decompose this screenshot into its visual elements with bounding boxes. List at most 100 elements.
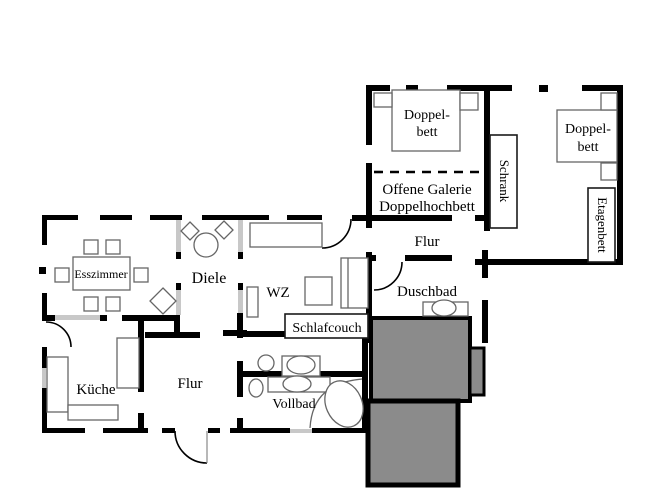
- doors: [45, 218, 403, 464]
- diamond-chair: [214, 220, 234, 240]
- wall-segment: [237, 361, 243, 397]
- kitchen-counter: [46, 356, 69, 413]
- double-bed: [556, 109, 618, 163]
- label-bedroom-left-2: bett: [417, 125, 438, 140]
- wall-segment: [42, 215, 78, 220]
- wall-segment: [39, 267, 46, 274]
- wardrobe-box: [489, 134, 518, 229]
- wall-segment: [312, 428, 362, 433]
- wall-segment: [352, 215, 452, 221]
- nightstand: [600, 162, 618, 181]
- terrace-blocks: [365, 316, 486, 488]
- bathtub: [324, 380, 364, 428]
- glass-partition: [238, 290, 243, 313]
- dining-chair: [105, 239, 121, 255]
- label-sleep-couch: Schlafcouch: [292, 321, 361, 336]
- wall-segment: [42, 428, 85, 433]
- door-arc-hall: [174, 430, 208, 464]
- wall-segment: [103, 428, 148, 433]
- wall-segment: [362, 338, 368, 433]
- wall-segment: [223, 330, 247, 336]
- sideboard: [249, 222, 323, 248]
- wall-segment: [237, 418, 243, 433]
- wall-segment: [475, 259, 623, 265]
- wall-segment: [42, 293, 47, 320]
- wall-segment: [174, 315, 180, 338]
- label-full-bath: Vollbad: [272, 397, 315, 412]
- windows: [42, 220, 312, 433]
- glass-partition: [176, 290, 181, 315]
- wall-segment: [138, 315, 144, 392]
- kitchen-counter: [116, 337, 140, 389]
- label-living: WZ: [266, 285, 289, 301]
- bunk-bed-box: [587, 187, 616, 263]
- label-bedroom-right-1: Doppel-: [565, 122, 611, 137]
- label-wardrobe: Schrank: [497, 160, 512, 203]
- nightstand: [600, 92, 618, 111]
- wall-segment: [122, 315, 177, 321]
- label-entry-hall: Diele: [192, 270, 227, 287]
- sink-basin: [431, 299, 457, 317]
- wall-segment: [287, 215, 322, 220]
- nightstand: [459, 92, 479, 111]
- wall-segment: [366, 85, 390, 91]
- dining-chair: [54, 267, 70, 283]
- label-gallery-2: Doppelhochbett: [379, 199, 476, 215]
- label-hall-lower: Flur: [177, 376, 202, 392]
- wall-segment: [241, 331, 287, 337]
- wall-segment: [366, 163, 372, 228]
- wall-segment: [447, 85, 512, 91]
- wall-segment: [484, 85, 490, 231]
- label-kitchen: Küche: [76, 382, 115, 398]
- dining-chair: [105, 296, 121, 312]
- sofa: [340, 257, 369, 309]
- dining-chair: [83, 239, 99, 255]
- wall-segment: [150, 215, 182, 220]
- wall-segment: [145, 332, 200, 338]
- wall-segment: [366, 85, 372, 145]
- wall-segment: [366, 252, 372, 343]
- label-shower-bath: Duschbad: [397, 284, 457, 300]
- wall-segment: [138, 413, 144, 433]
- room-labels: Esszimmer Diele WZ Schlafcouch Küche Flu…: [74, 108, 611, 412]
- kitchen-counter: [67, 404, 119, 421]
- glass-partition: [176, 220, 181, 253]
- wall-segment: [617, 85, 623, 265]
- dining-chair: [133, 267, 149, 283]
- terrace-lower: [365, 398, 461, 488]
- wall-segment: [100, 315, 107, 321]
- window-strip: [290, 429, 312, 433]
- sleep-couch-label-box: [284, 313, 369, 339]
- wall-segment: [406, 85, 418, 91]
- window-strip: [42, 368, 46, 388]
- wall-segment: [237, 313, 243, 338]
- wall-segment: [100, 215, 132, 220]
- nightstand: [373, 92, 393, 108]
- wall-segment: [208, 428, 220, 433]
- wall-segment: [582, 85, 623, 91]
- dining-table: [72, 256, 131, 291]
- door-arc-kitchen: [45, 321, 72, 348]
- wall-segment: [230, 428, 290, 433]
- diamond-chair: [149, 287, 177, 315]
- wall-segment: [405, 255, 452, 261]
- side-table: [304, 276, 333, 306]
- toilet: [257, 354, 275, 372]
- wall-segment: [42, 347, 47, 368]
- terrace-side-strip: [468, 346, 486, 397]
- toilet: [248, 378, 264, 398]
- diamond-chair: [180, 221, 200, 241]
- door-arc-duschbad: [373, 261, 403, 291]
- wall-segment: [202, 215, 269, 220]
- label-bedroom-left-1: Doppel-: [404, 108, 450, 123]
- wall-segment: [42, 315, 55, 321]
- furniture: [46, 89, 618, 429]
- wall-segment: [482, 250, 488, 278]
- wall-segment: [482, 300, 488, 343]
- dining-chair: [83, 296, 99, 312]
- partition-cap: [176, 283, 181, 290]
- sliding-door-strip: [55, 315, 100, 320]
- wall-segment: [162, 428, 175, 433]
